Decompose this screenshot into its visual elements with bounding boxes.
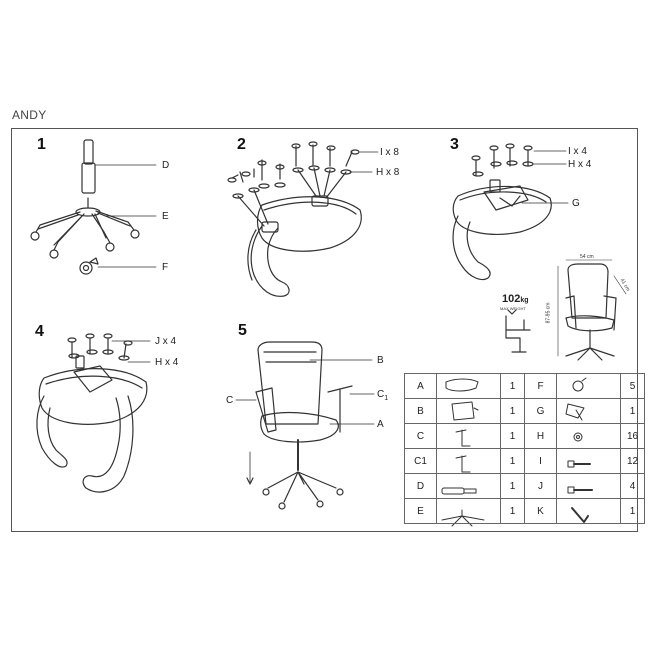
part-quantity: 5 xyxy=(620,373,645,399)
part-quantity: 1 xyxy=(500,423,525,449)
step5-illustration xyxy=(235,341,375,510)
part-letter: J xyxy=(524,473,557,499)
instruction-frame xyxy=(11,128,638,532)
label-step5-b: B xyxy=(377,355,384,366)
part-quantity: 1 xyxy=(620,398,645,424)
part-picture xyxy=(436,498,501,524)
part-letter: C xyxy=(404,423,437,449)
part-picture xyxy=(556,473,621,499)
label-step4-h: H x 4 xyxy=(155,357,179,368)
max-weight: 102kg xyxy=(502,293,529,305)
label-step2-h: H x 8 xyxy=(376,167,400,178)
label-step5-c1: C1 xyxy=(377,389,389,402)
label-step1-f: F xyxy=(162,262,169,273)
step1-illustration xyxy=(30,139,157,275)
part-quantity: 1 xyxy=(500,473,525,499)
part-letter: K xyxy=(524,498,557,524)
dimension-width: 54 cm xyxy=(580,254,594,260)
part-letter: A xyxy=(404,373,437,399)
part-quantity: 1 xyxy=(500,498,525,524)
step2-illustration xyxy=(227,141,379,297)
step-number-3: 3 xyxy=(450,136,459,153)
label-step2-i: I x 8 xyxy=(380,147,399,158)
part-picture xyxy=(436,423,501,449)
label-step4-j: J x 4 xyxy=(155,336,177,347)
part-picture xyxy=(436,448,501,474)
part-quantity: 1 xyxy=(500,398,525,424)
part-letter: C1 xyxy=(404,448,437,474)
part-quantity: 1 xyxy=(500,373,525,399)
label-step1-e: E xyxy=(162,211,169,222)
label-step3-i: I x 4 xyxy=(568,146,587,157)
part-letter: H xyxy=(524,423,557,449)
part-letter: F xyxy=(524,373,557,399)
step-number-4: 4 xyxy=(35,323,44,340)
part-letter: I xyxy=(524,448,557,474)
part-picture xyxy=(556,423,621,449)
part-picture xyxy=(556,498,621,524)
label-step1-d: D xyxy=(162,160,170,171)
part-picture xyxy=(436,398,501,424)
step-number-5: 5 xyxy=(238,322,247,339)
step-number-1: 1 xyxy=(37,136,46,153)
part-picture xyxy=(436,373,501,399)
label-step5-a: A xyxy=(377,419,384,430)
part-picture xyxy=(556,373,621,399)
part-letter: B xyxy=(404,398,437,424)
part-picture xyxy=(556,448,621,474)
step-number-2: 2 xyxy=(237,136,246,153)
max-weight-note: MAX WEIGHT xyxy=(500,306,526,311)
part-letter: D xyxy=(404,473,437,499)
part-quantity: 1 xyxy=(620,498,645,524)
product-title: ANDY xyxy=(12,108,47,122)
label-step3-h: H x 4 xyxy=(568,159,592,170)
part-picture xyxy=(556,398,621,424)
label-step5-c: C xyxy=(226,395,234,406)
step3-illustration xyxy=(452,143,569,281)
label-step3-g: G xyxy=(572,198,580,209)
part-picture xyxy=(436,473,501,499)
part-quantity: 16 xyxy=(620,423,645,449)
dimensions-illustration xyxy=(557,259,627,361)
capacity-illustration xyxy=(505,309,531,353)
step4-illustration xyxy=(36,333,151,493)
dimension-height: 87-95 cm xyxy=(545,302,552,324)
part-letter: E xyxy=(404,498,437,524)
part-quantity: 4 xyxy=(620,473,645,499)
part-quantity: 12 xyxy=(620,448,645,474)
part-letter: G xyxy=(524,398,557,424)
part-quantity: 1 xyxy=(500,448,525,474)
